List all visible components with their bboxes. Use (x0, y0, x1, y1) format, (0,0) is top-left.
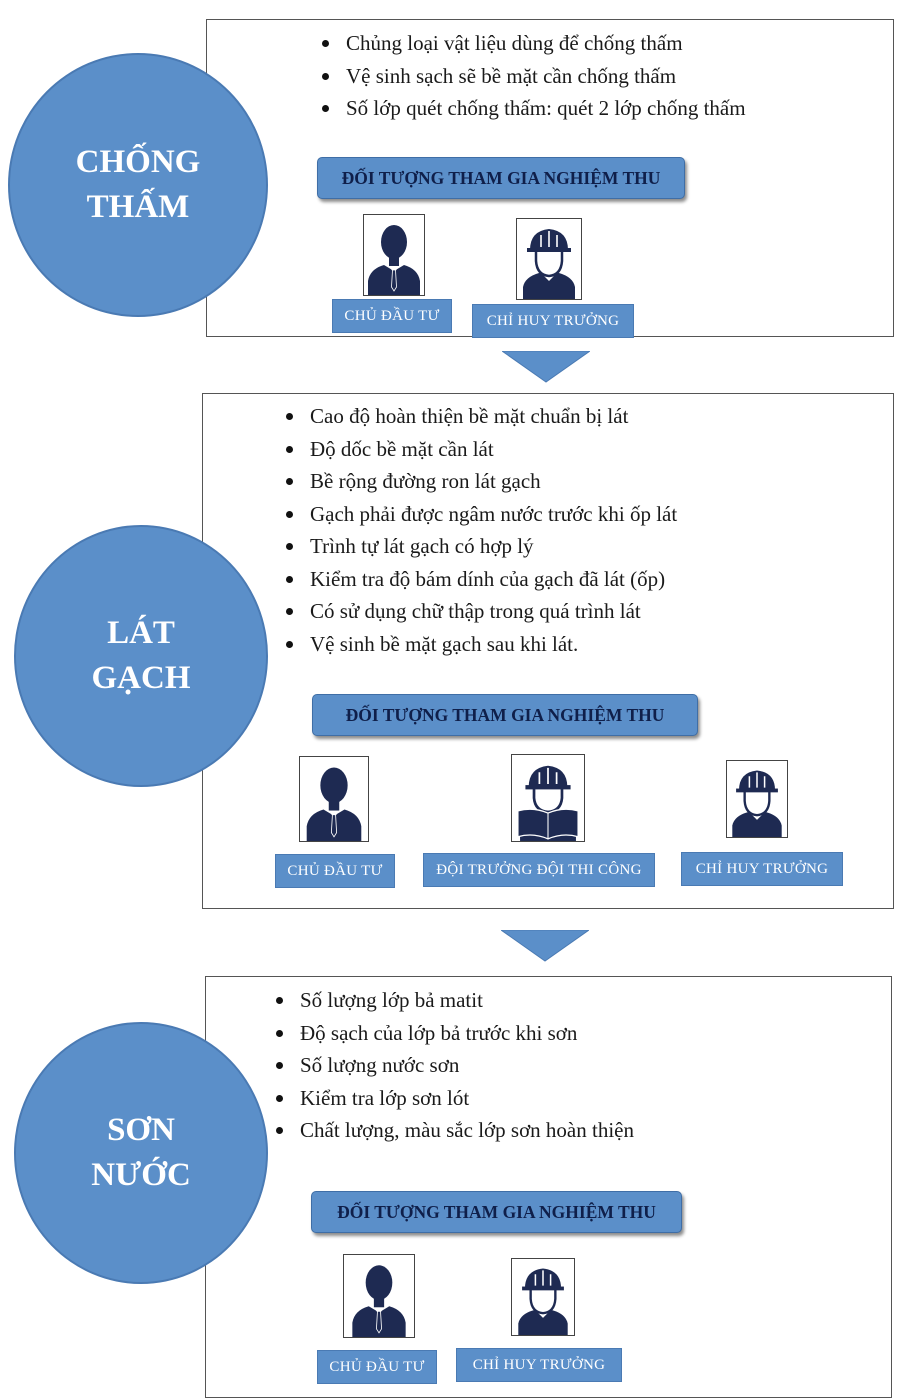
participants-heading: ĐỐI TƯỢNG THAM GIA NGHIỆM THU (317, 157, 685, 199)
stage-title-line2: THẤM (86, 189, 190, 225)
down-arrow-icon (501, 930, 589, 962)
checklist-lat-gach: Cao độ hoàn thiện bề mặt chuẩn bị lát Độ… (282, 400, 677, 660)
checklist-item: Kiểm tra lớp sơn lót (272, 1082, 634, 1115)
participant-label: CHỦ ĐẦU TƯ (275, 854, 395, 888)
stage-circle-son-nuoc: SƠN NƯỚC (14, 1022, 268, 1284)
checklist-item: Số lớp quét chống thấm: quét 2 lớp chống… (318, 92, 746, 125)
businessman-icon (363, 214, 425, 296)
checklist-item: Có sử dụng chữ thập trong quá trình lát (282, 595, 677, 628)
checklist-item: Độ dốc bề mặt cần lát (282, 433, 677, 466)
down-arrow-icon (502, 351, 590, 383)
participant-label: CHỈ HUY TRƯỞNG (681, 852, 843, 886)
checklist-item: Số lượng lớp bả matit (272, 984, 634, 1017)
participant-label: ĐỘI TRƯỞNG ĐỘI THI CÔNG (423, 853, 655, 887)
checklist-item: Vệ sinh sạch sẽ bề mặt cần chống thấm (318, 60, 746, 93)
checklist-chong-tham: Chủng loại vật liệu dùng để chống thấm V… (318, 27, 746, 125)
checklist-item: Số lượng nước sơn (272, 1049, 634, 1082)
hardhat-worker-icon (516, 218, 582, 300)
businessman-icon (343, 1254, 415, 1338)
participant-label: CHỈ HUY TRƯỞNG (456, 1348, 622, 1382)
checklist-item: Vệ sinh bề mặt gạch sau khi lát. (282, 628, 677, 661)
participant-label: CHỦ ĐẦU TƯ (332, 299, 452, 333)
hardhat-worker-icon (511, 1258, 575, 1336)
checklist-item: Bề rộng đường ron lát gạch (282, 465, 677, 498)
checklist-item: Chất lượng, màu sắc lớp sơn hoàn thiện (272, 1114, 634, 1147)
stage-title-line2: NƯỚC (91, 1157, 191, 1193)
participants-heading: ĐỐI TƯỢNG THAM GIA NGHIỆM THU (312, 694, 698, 736)
stage-title-line1: LÁT (107, 615, 175, 651)
participant-label: CHỈ HUY TRƯỞNG (472, 304, 634, 338)
stage-title-line1: CHỐNG (75, 144, 201, 180)
checklist-item: Gạch phải được ngâm nước trước khi ốp lá… (282, 498, 677, 531)
worker-blueprint-icon (511, 754, 585, 842)
checklist-son-nuoc: Số lượng lớp bả matit Độ sạch của lớp bả… (272, 984, 634, 1147)
stage-circle-lat-gach: LÁT GẠCH (14, 525, 268, 787)
participants-heading: ĐỐI TƯỢNG THAM GIA NGHIỆM THU (311, 1191, 682, 1233)
businessman-icon (299, 756, 369, 842)
hardhat-worker-icon (726, 760, 788, 838)
stage-title-line1: SƠN (107, 1112, 175, 1148)
participant-label: CHỦ ĐẦU TƯ (317, 1350, 437, 1384)
checklist-item: Chủng loại vật liệu dùng để chống thấm (318, 27, 746, 60)
checklist-item: Độ sạch của lớp bả trước khi sơn (272, 1017, 634, 1050)
checklist-item: Kiểm tra độ bám dính của gạch đã lát (ốp… (282, 563, 677, 596)
stage-box-son-nuoc (205, 976, 892, 1398)
stage-circle-chong-tham: CHỐNG THẤM (8, 53, 268, 317)
stage-title-line2: GẠCH (91, 660, 191, 696)
checklist-item: Trình tự lát gạch có hợp lý (282, 530, 677, 563)
checklist-item: Cao độ hoàn thiện bề mặt chuẩn bị lát (282, 400, 677, 433)
